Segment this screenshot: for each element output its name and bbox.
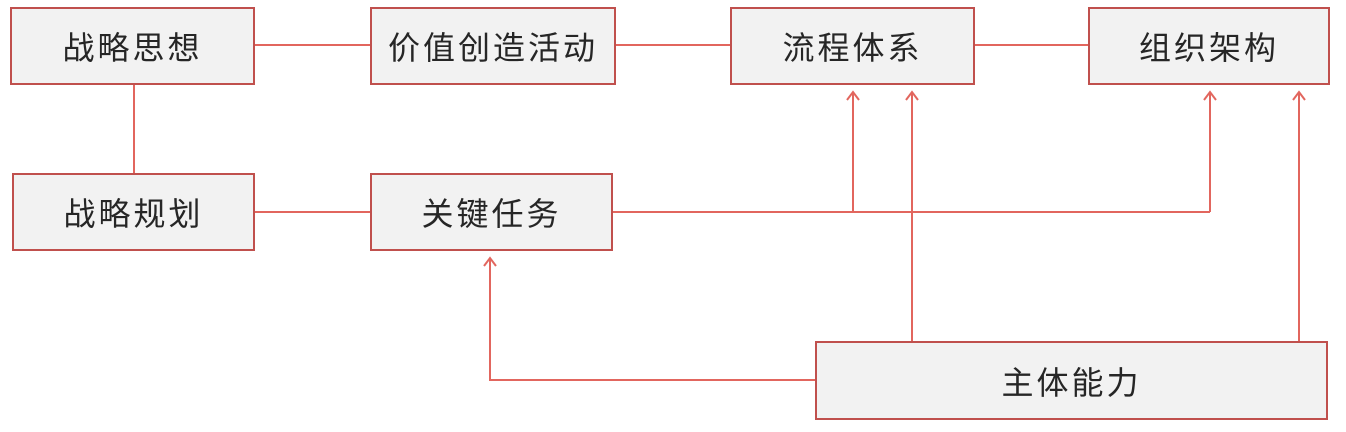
node-key-tasks-label: 关键任务	[421, 196, 562, 232]
node-core-capability-label: 主体能力	[1001, 364, 1142, 401]
node-org-structure-label: 组织架构	[1138, 30, 1279, 66]
node-process-system-label: 流程体系	[782, 30, 923, 66]
node-value-creation-label: 价值创造活动	[387, 30, 598, 66]
node-value-creation: 价值创造活动	[370, 7, 616, 85]
node-core-capability: 主体能力	[815, 341, 1328, 420]
edge-capability-to-keytasks-arrow	[483, 256, 817, 381]
node-strategic-planning: 战略规划	[12, 173, 255, 251]
node-process-system: 流程体系	[730, 7, 975, 85]
node-org-structure: 组织架构	[1088, 7, 1330, 85]
node-strategic-thought: 战略思想	[10, 7, 255, 85]
node-key-tasks: 关键任务	[370, 173, 613, 251]
node-strategic-thought-label: 战略思想	[62, 30, 203, 66]
node-strategic-planning-label: 战略规划	[63, 196, 204, 232]
